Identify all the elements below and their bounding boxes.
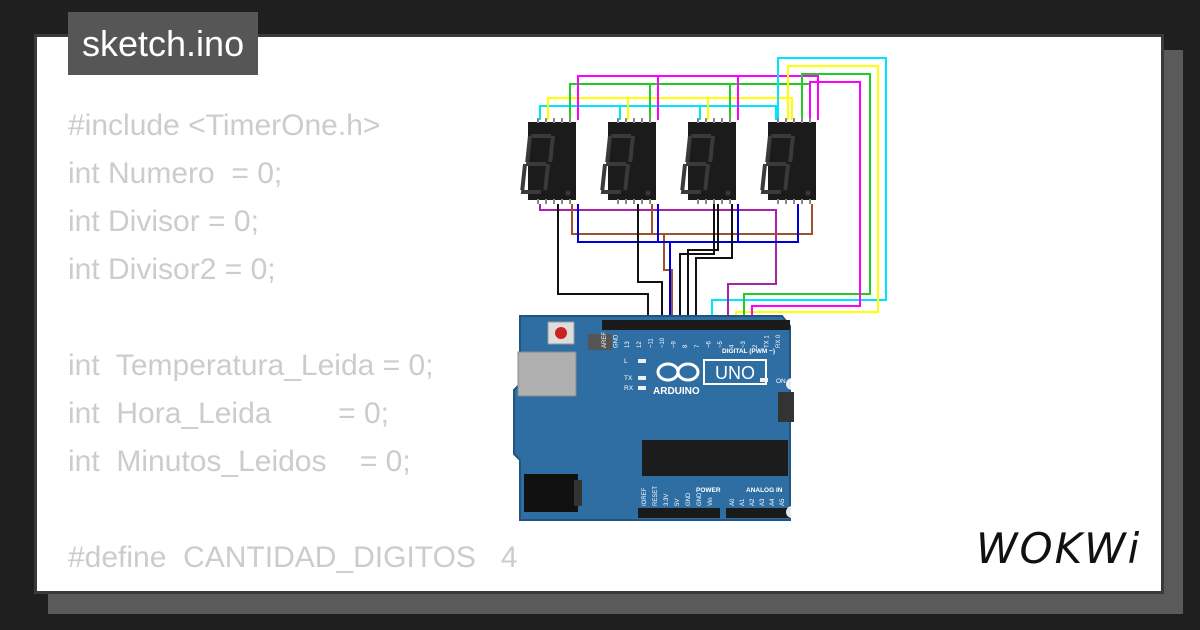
wire [695,204,733,318]
seven-segment-display [520,118,576,204]
code-line: #include <TimerOne.h> [68,109,381,142]
wire [679,204,715,318]
wire [687,204,719,318]
wire [569,83,811,120]
wire [751,81,861,318]
led-label: L [624,358,628,365]
pin-label: GND [614,334,620,348]
seven-segment-display [600,118,656,204]
wokwi-logo: WOKWi [976,524,1142,573]
power-pin-label: 5V [675,499,681,506]
power-jack [524,474,578,512]
arduino-board: UNO ARDUINO DIGITAL (PWM ~) ON POWER ANA… [513,315,798,521]
wire [711,57,887,318]
seven-segment-displays [520,118,816,204]
code-line [68,294,518,342]
power-label: POWER [696,487,721,494]
code-preview: #include <TimerOne.h> int Numero = 0; int … [68,102,518,582]
power-pin-label: IOREF [642,487,648,506]
on-led-label: ON [776,378,786,385]
pin-label: ~3 [741,340,747,348]
pin-label: ~6 [706,340,712,348]
code-line: int Numero = 0; [68,157,283,190]
led-label: RX [624,385,634,392]
pin-label: 13 [625,341,631,348]
wire [547,97,793,120]
seven-segment-display [680,118,736,204]
microcontroller-chip [642,440,788,476]
analog-pin-label: A3 [760,498,766,506]
analog-pin-label: A5 [780,498,786,506]
power-pin-label: 3.3V [664,494,670,506]
pin-label: 8 [683,344,689,348]
power-header [638,508,720,518]
pin-label: ~9 [672,340,678,348]
digital-header-right [708,320,790,330]
board-logo-text: ARDUINO [653,386,700,397]
arduino-logo-icon [656,362,700,382]
wire [735,65,879,318]
power-pin-label: GND [697,492,703,506]
wire [577,204,799,318]
pin-label: ~10 [660,337,666,348]
code-line: int Divisor2 = 0; [68,253,276,286]
analog-pin-label: A1 [740,498,746,506]
uno-badge [703,359,767,385]
code-line [68,486,518,534]
analog-label: ANALOG IN [746,487,783,494]
code-line: int Minutos_Leidos = 0; [68,445,411,478]
pin-label: ~5 [718,340,724,348]
status-led [638,359,646,363]
digital-header-left [602,320,718,330]
wire [557,204,649,318]
code-line: int Divisor = 0; [68,205,259,238]
pin-label: RX 0 [776,334,782,348]
wire [577,75,819,120]
power-pin-label: Vin [708,497,714,506]
pin-label: 4 [730,344,736,348]
power-pin-label: RESET [653,486,659,506]
status-led [638,386,646,390]
pin-label: AREF [602,332,608,348]
reset-button-cap[interactable] [555,327,567,339]
pin-label: TX 1 [764,335,770,348]
code-line: #define CANTIDAD_DIGITOS 4 [68,541,518,574]
seven-segment-display [760,118,816,204]
usb-port [517,351,577,397]
wires [539,57,887,318]
on-led [760,378,768,382]
analog-header [726,508,790,518]
pin-label: 2 [753,344,759,348]
filename-tab[interactable]: sketch.ino [68,12,259,75]
board-model-label: UNO [715,363,755,383]
code-line: int Hora_Leida = 0; [68,397,390,430]
wire [539,105,777,120]
analog-pin-label: A0 [730,498,736,506]
analog-pin-label: A2 [750,498,756,506]
wire [539,204,777,318]
pin-label: 7 [695,344,701,348]
circuit-diagram: UNO ARDUINO DIGITAL (PWM ~) ON POWER ANA… [513,57,887,521]
led-label: TX [624,375,633,382]
wire [743,73,871,318]
pin-label: 12 [637,341,643,348]
wire [637,204,663,318]
analog-pin-label: A4 [770,498,776,506]
wire [571,204,813,318]
digital-label: DIGITAL (PWM ~) [722,348,775,355]
pin-label: ~11 [648,338,654,348]
power-pin-label: GND [686,492,692,506]
code-line: int Temperatura_Leida = 0; [68,349,434,382]
status-led [638,376,646,380]
